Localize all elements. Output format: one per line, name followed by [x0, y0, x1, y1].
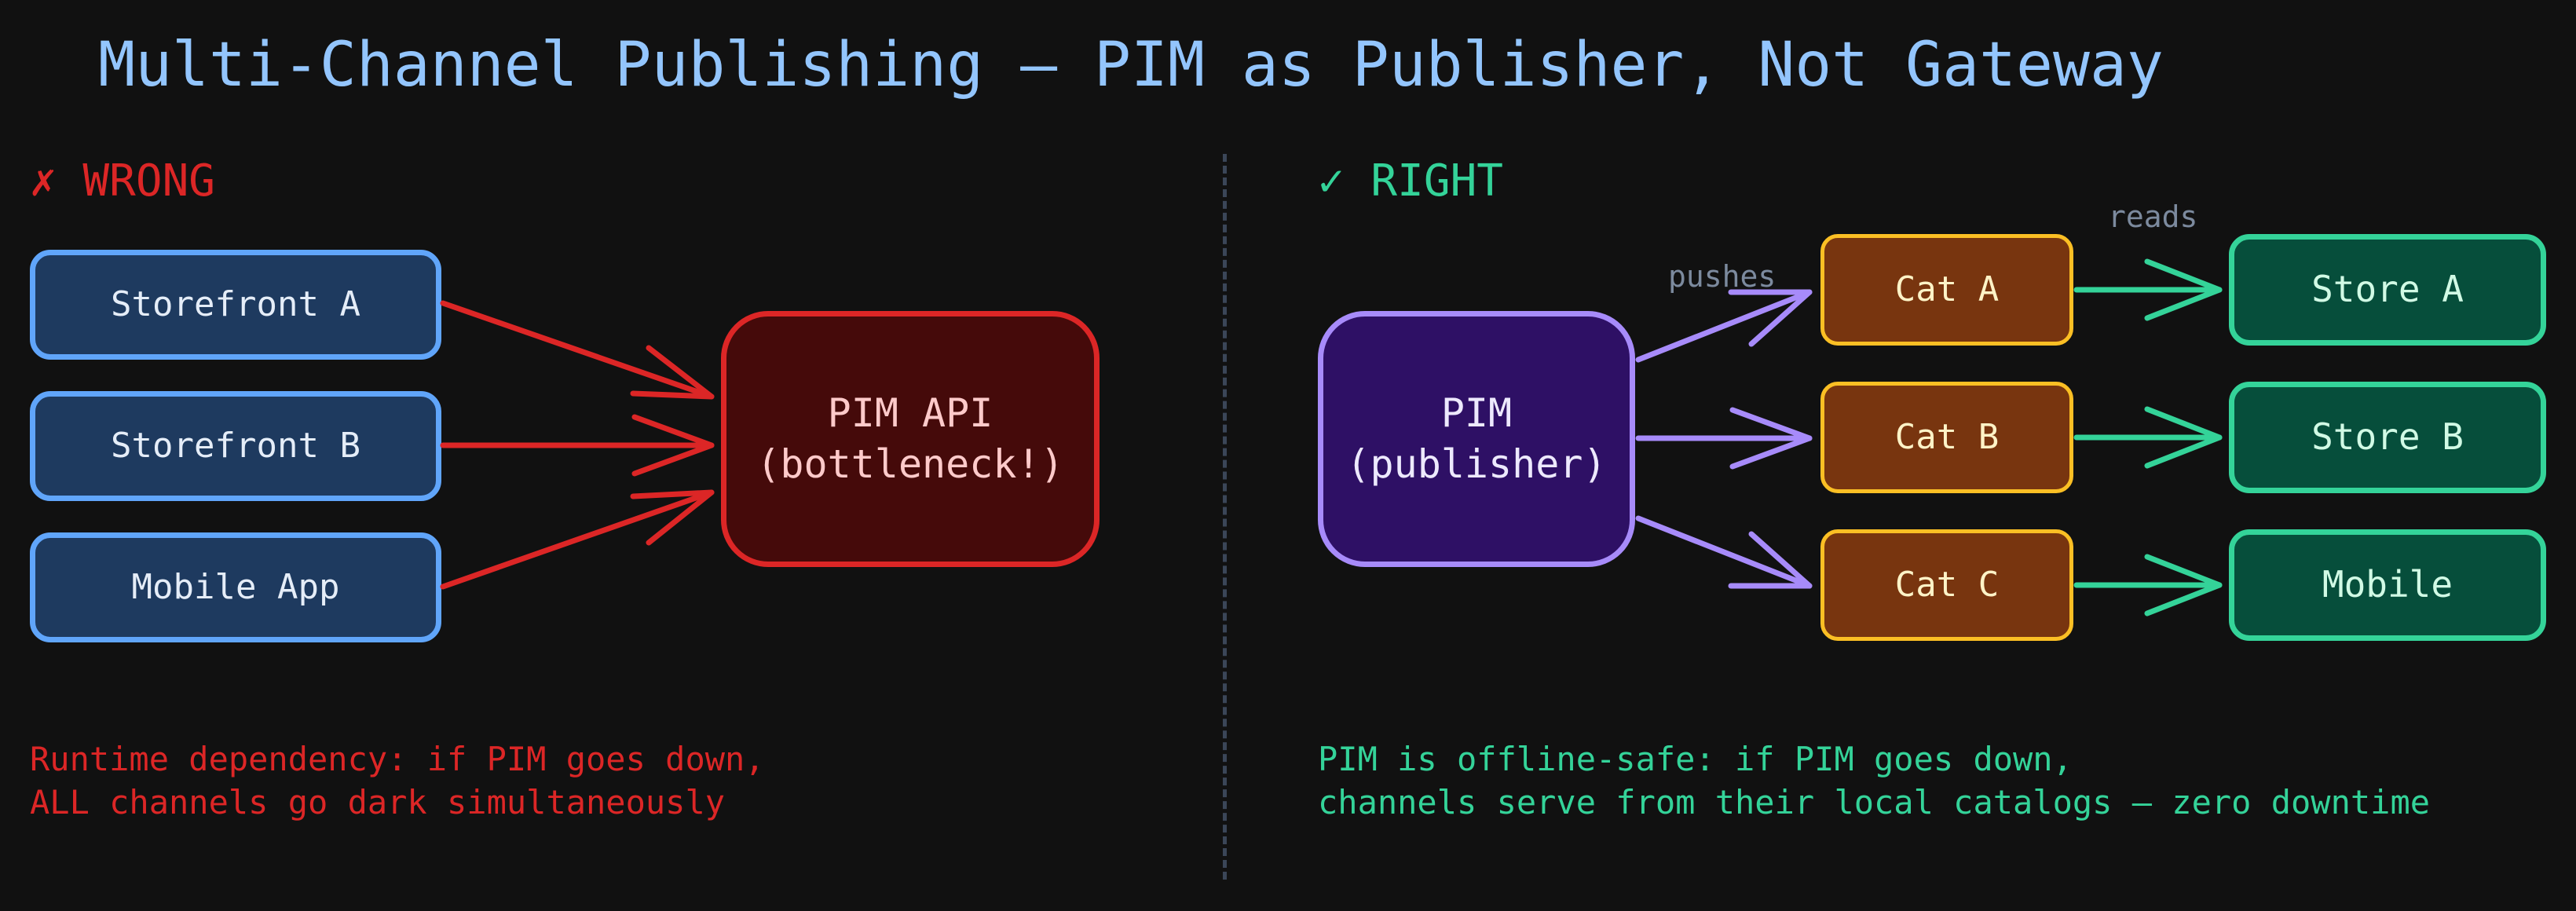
- store-a-node: Store A: [2229, 234, 2546, 346]
- pim-api-node: PIM API (bottleneck!): [721, 311, 1100, 567]
- arrowhead-cat-c: [1728, 531, 1813, 589]
- wrong-heading: ✗ WRONG: [30, 155, 216, 207]
- pushes-label: pushes: [1668, 259, 1776, 294]
- arrowhead-storefront-a: [630, 345, 715, 400]
- section-divider: [1223, 154, 1227, 880]
- diagram-title: Multi-Channel Publishing — PIM as Publis…: [98, 30, 2164, 101]
- mobile-channel-node: Mobile: [2229, 529, 2546, 641]
- arrowhead-mobile: [2144, 554, 2223, 616]
- storefront-a-node: Storefront A: [30, 250, 441, 360]
- arrowhead-mobile-app: [630, 489, 715, 546]
- arrowhead-storefront-b: [631, 414, 715, 477]
- arrowhead-store-a: [2144, 258, 2223, 321]
- edge-pim-to-cat-c: [1635, 515, 1813, 589]
- right-heading: ✓ RIGHT: [1318, 155, 1504, 207]
- arrowhead-cat-a: [1728, 289, 1813, 347]
- catalog-a-node: Cat A: [1820, 234, 2073, 346]
- storefront-b-node: Storefront B: [30, 391, 441, 501]
- reads-label: reads: [2108, 199, 2198, 234]
- edge-storefront-a-to-api: [440, 300, 715, 400]
- arrowhead-cat-b: [1729, 407, 1813, 470]
- store-b-node: Store B: [2229, 382, 2546, 493]
- pim-publisher-node: PIM (publisher): [1318, 311, 1635, 567]
- catalog-b-node: Cat B: [1820, 382, 2073, 493]
- edge-pim-to-cat-a: [1635, 289, 1813, 363]
- catalog-c-node: Cat C: [1820, 529, 2073, 641]
- wrong-note: Runtime dependency: if PIM goes down, AL…: [30, 740, 765, 821]
- edge-mobile-app-to-api: [440, 489, 715, 590]
- right-note: PIM is offline-safe: if PIM goes down, c…: [1318, 740, 2431, 821]
- arrowhead-store-b: [2144, 406, 2223, 469]
- mobile-app-node: Mobile App: [30, 532, 441, 642]
